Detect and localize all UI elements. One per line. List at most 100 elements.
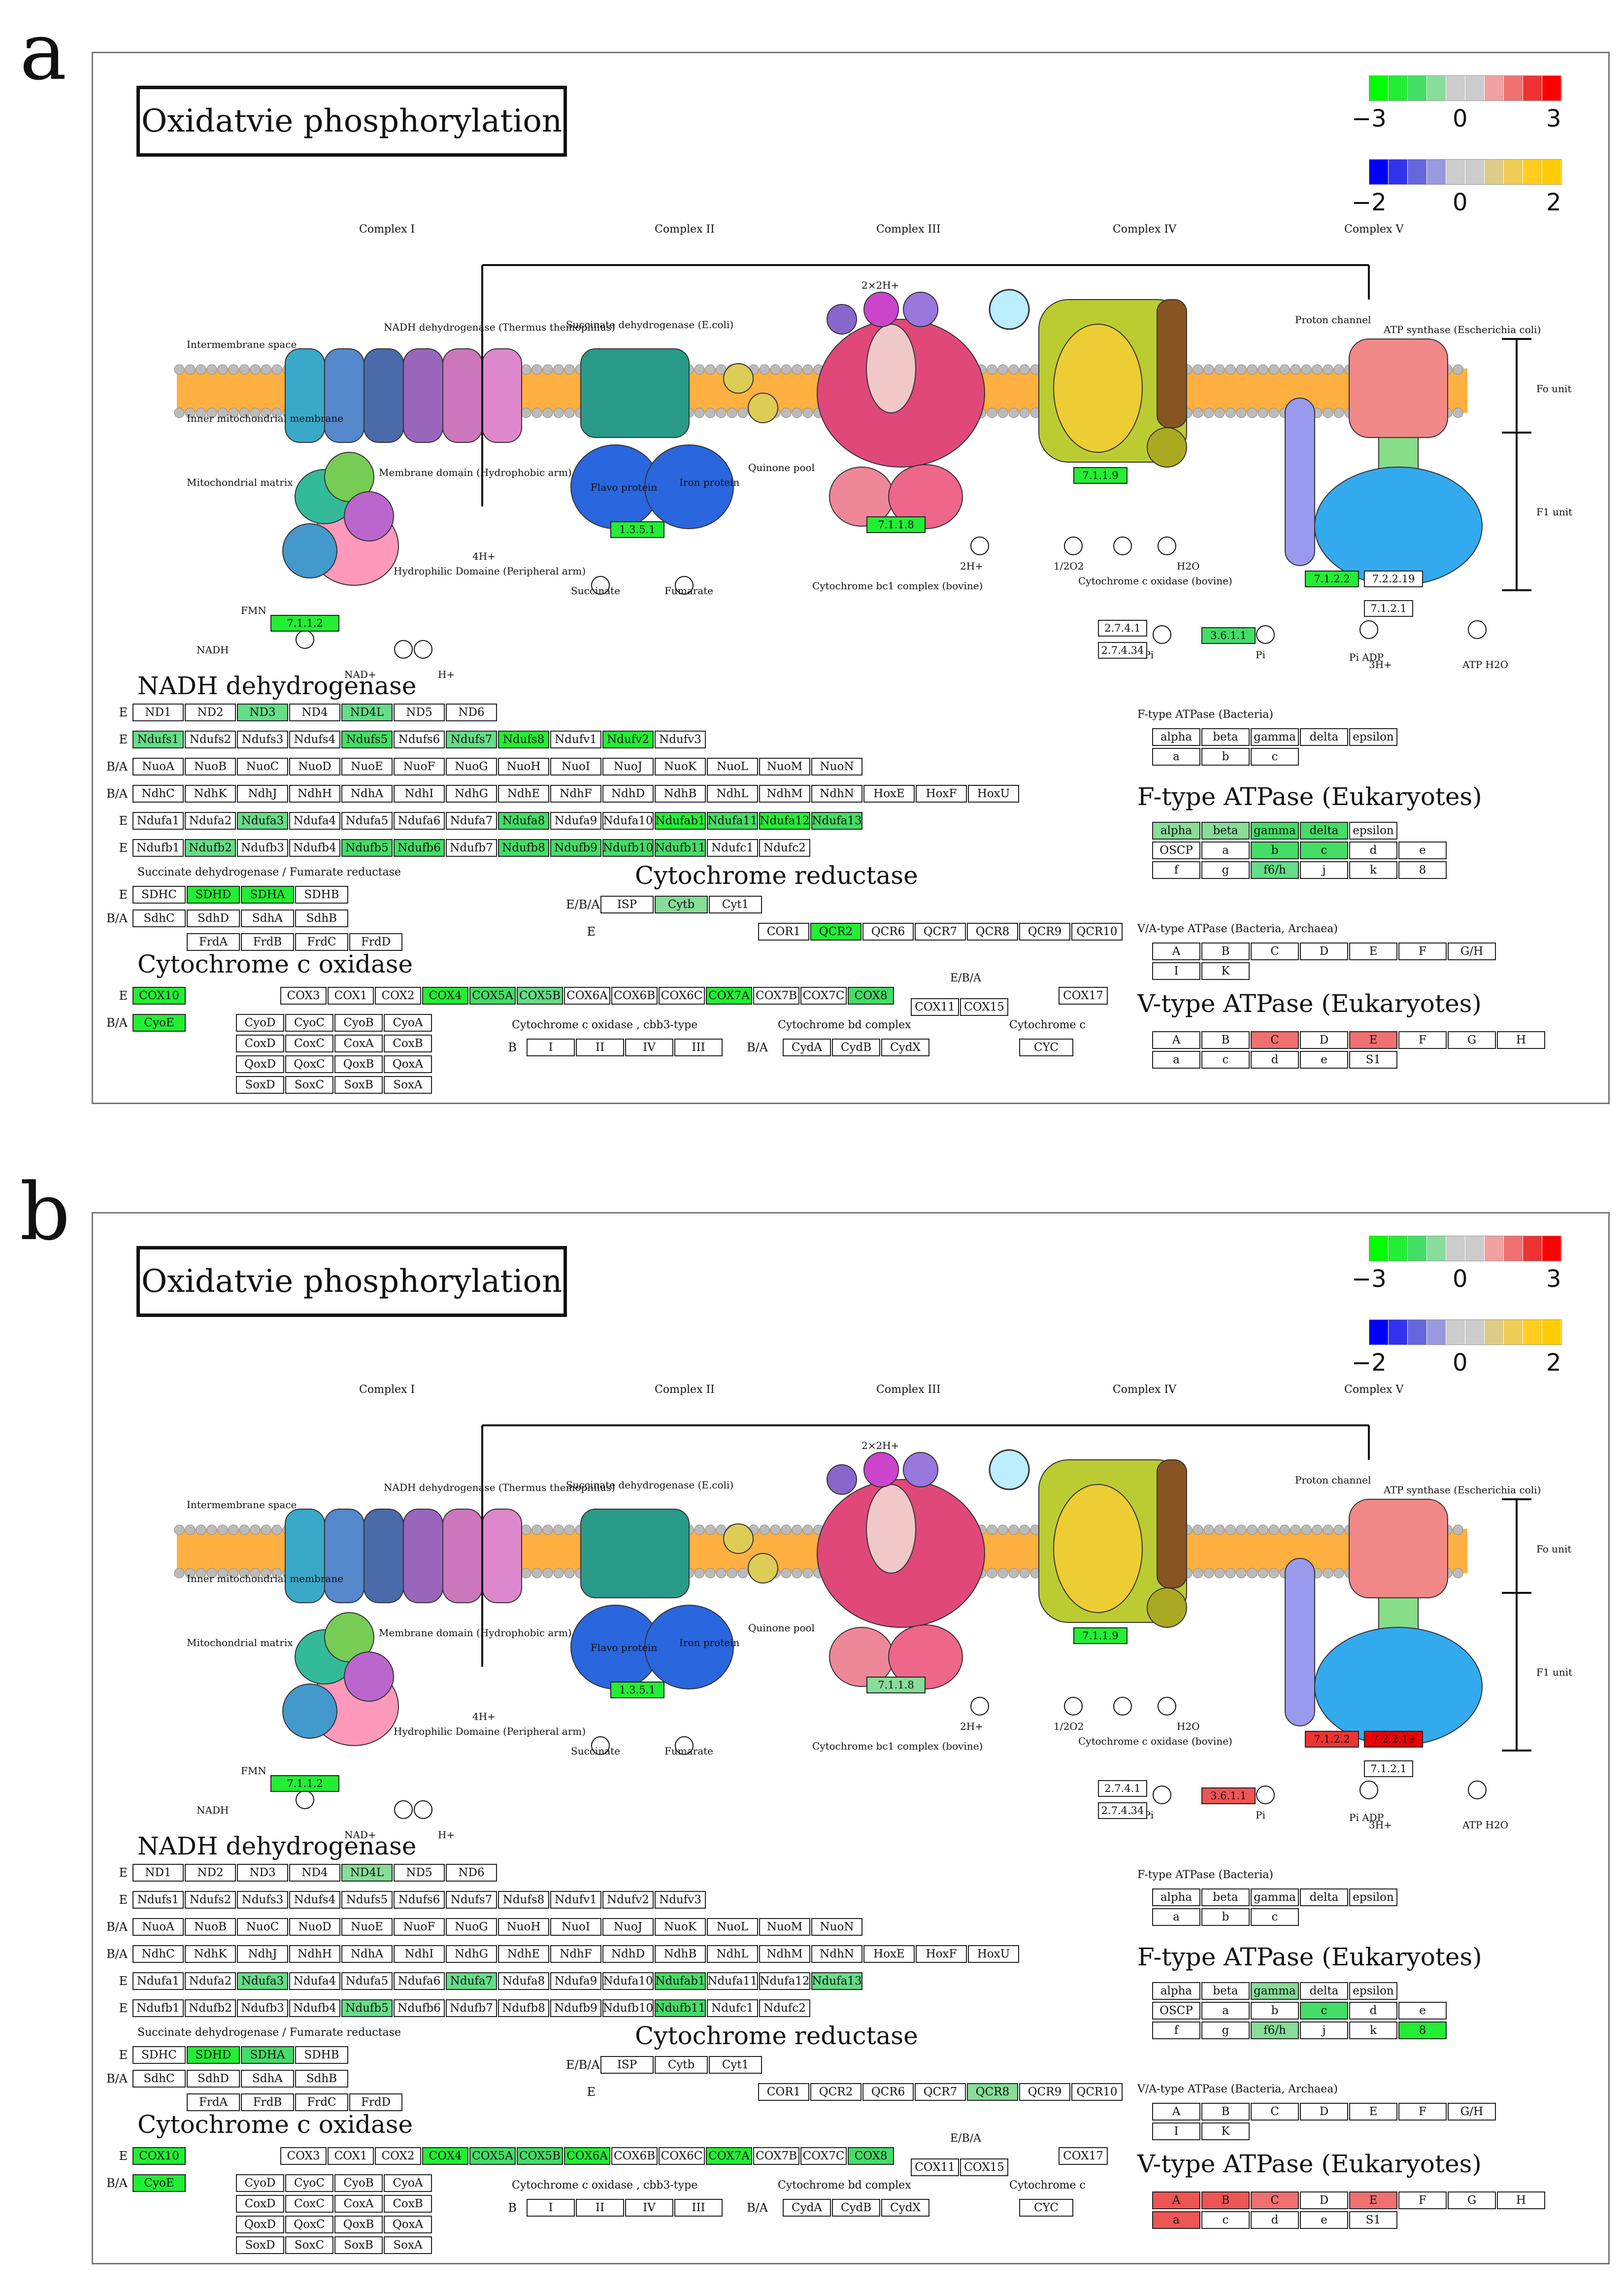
gene-vatp-d[interactable]: D: [1300, 1031, 1348, 1049]
gene-ndufb5[interactable]: Ndufb5: [341, 1999, 393, 2017]
gene-ndhj[interactable]: NdhJ: [237, 1945, 288, 1963]
gene-nuom[interactable]: NuoM: [759, 1918, 810, 1936]
gene-isp[interactable]: ISP: [600, 2056, 654, 2074]
gene-ndufb10[interactable]: Ndufb10: [602, 1999, 654, 2017]
gene-atp-d[interactable]: d: [1349, 2002, 1397, 2020]
gene-hoxu[interactable]: HoxU: [968, 1945, 1019, 1963]
gene-nd4l[interactable]: ND4L: [341, 1864, 393, 1882]
gene-ndhm[interactable]: NdhM: [759, 785, 810, 803]
ec-enzyme-box[interactable]: 7.1.1.9: [1073, 467, 1127, 484]
gene-cox5b[interactable]: COX5B: [517, 2147, 563, 2165]
gene-ndhl[interactable]: NdhL: [707, 785, 758, 803]
gene-nuob[interactable]: NuoB: [185, 758, 236, 775]
gene-ndhn[interactable]: NdhN: [811, 785, 862, 803]
gene-v-i[interactable]: I: [1152, 2123, 1200, 2140]
gene-atp-alpha[interactable]: alpha: [1152, 1982, 1200, 2000]
gene-vatp-f[interactable]: F: [1398, 1031, 1447, 1049]
gene-atp-b[interactable]: b: [1201, 1908, 1250, 1926]
gene-ndufb3[interactable]: Ndufb3: [237, 1999, 288, 2017]
gene-qoxb[interactable]: QoxB: [334, 1055, 383, 1073]
gene-hoxe[interactable]: HoxE: [863, 785, 915, 803]
gene-ndufc2[interactable]: Ndufc2: [759, 839, 810, 857]
gene-ndhf[interactable]: NdhF: [550, 1945, 601, 1963]
gene-ndufb9[interactable]: Ndufb9: [550, 1999, 601, 2017]
gene-ndufa3[interactable]: Ndufa3: [237, 1972, 288, 1990]
gene-sdhb[interactable]: SDHB: [295, 2046, 348, 2064]
gene-ndhc[interactable]: NdhC: [133, 785, 184, 803]
gene-nd2[interactable]: ND2: [185, 704, 236, 721]
gene-cox5b[interactable]: COX5B: [517, 987, 563, 1005]
gene-isp[interactable]: ISP: [600, 896, 654, 913]
gene-nd5[interactable]: ND5: [394, 1864, 445, 1882]
gene-sdhb[interactable]: SDHB: [295, 886, 348, 904]
gene-vatp-d[interactable]: d: [1251, 1051, 1299, 1069]
gene-cox17[interactable]: COX17: [1059, 2147, 1108, 2165]
gene-ndhn[interactable]: NdhN: [811, 1945, 862, 1963]
gene-atp-e[interactable]: e: [1398, 842, 1447, 859]
gene-vatp-b[interactable]: B: [1201, 2191, 1250, 2209]
gene-nuod[interactable]: NuoD: [289, 1918, 340, 1936]
gene-ndufa1[interactable]: Ndufa1: [133, 812, 184, 830]
gene-vatp-s1[interactable]: S1: [1349, 1051, 1397, 1069]
gene-nuom[interactable]: NuoM: [759, 758, 810, 775]
gene-atp-delta[interactable]: delta: [1300, 728, 1348, 746]
gene-ndhe[interactable]: NdhE: [498, 785, 549, 803]
gene-ndufa6[interactable]: Ndufa6: [394, 812, 445, 830]
gene-nd1[interactable]: ND1: [133, 704, 184, 721]
gene-v-a[interactable]: A: [1152, 943, 1200, 960]
gene-atp-8[interactable]: 8: [1398, 861, 1447, 879]
gene-ndufa12[interactable]: Ndufa12: [759, 1972, 810, 1990]
gene-vatp-e[interactable]: E: [1349, 1031, 1397, 1049]
gene-frda[interactable]: FrdA: [187, 933, 240, 951]
gene-nuoa[interactable]: NuoA: [133, 1918, 184, 1936]
gene-atp-delta[interactable]: delta: [1300, 822, 1348, 840]
gene-v-f[interactable]: F: [1398, 2103, 1447, 2121]
gene-vatp-b[interactable]: B: [1201, 1031, 1250, 1049]
gene-cox7c[interactable]: COX7C: [800, 2147, 847, 2165]
gene-vatp-g[interactable]: G: [1448, 2191, 1496, 2209]
gene-ndufb11[interactable]: Ndufb11: [655, 1999, 706, 2017]
gene-ndufs4[interactable]: Ndufs4: [289, 731, 340, 748]
ec-enzyme-box[interactable]: 1.3.5.1: [610, 521, 664, 538]
gene-ndhd[interactable]: NdhD: [602, 785, 654, 803]
gene-cox2[interactable]: COX2: [375, 2147, 421, 2165]
gene-cox7b[interactable]: COX7B: [753, 987, 799, 1005]
gene-ndhb[interactable]: NdhB: [655, 1945, 706, 1963]
gene-atp-b[interactable]: b: [1201, 748, 1250, 766]
gene-ndufb2[interactable]: Ndufb2: [185, 839, 236, 857]
gene-atp-b[interactable]: b: [1251, 842, 1299, 859]
gene-atp-epsilon[interactable]: epsilon: [1349, 822, 1397, 840]
gene-cytb[interactable]: Cytb: [655, 896, 708, 913]
gene-cydb[interactable]: CydB: [832, 2199, 880, 2217]
gene-atp-g[interactable]: g: [1201, 2021, 1250, 2039]
gene-cyt1[interactable]: Cyt1: [709, 2056, 762, 2074]
gene-ndufv1[interactable]: Ndufv1: [550, 731, 601, 748]
gene-nd4[interactable]: ND4: [289, 1864, 340, 1882]
gene-nuol[interactable]: NuoL: [707, 1918, 758, 1936]
ec-enzyme-box[interactable]: 1.3.5.1: [610, 1682, 664, 1698]
gene-cyoa[interactable]: CyoA: [384, 2174, 432, 2192]
gene-ndufb6[interactable]: Ndufb6: [394, 1999, 445, 2017]
gene-cyda[interactable]: CydA: [783, 2199, 831, 2217]
gene-cbb3-i[interactable]: I: [527, 1039, 575, 1056]
gene-vatp-h[interactable]: H: [1497, 2191, 1545, 2209]
gene-hoxf[interactable]: HoxF: [916, 1945, 967, 1963]
gene-nuoe[interactable]: NuoE: [341, 1918, 393, 1936]
gene-ndufv3[interactable]: Ndufv3: [655, 731, 706, 748]
gene-vatp-h[interactable]: H: [1497, 1031, 1545, 1049]
gene-ndufa2[interactable]: Ndufa2: [185, 812, 236, 830]
gene-nd2[interactable]: ND2: [185, 1864, 236, 1882]
gene-qcr7[interactable]: QCR7: [915, 923, 966, 941]
gene-hoxf[interactable]: HoxF: [916, 785, 967, 803]
gene-soxb[interactable]: SoxB: [334, 2236, 383, 2254]
gene-vatp-g[interactable]: G: [1448, 1031, 1496, 1049]
gene-ndufb5[interactable]: Ndufb5: [341, 839, 393, 857]
gene-ndha[interactable]: NdhA: [341, 785, 393, 803]
gene-vatp-s1[interactable]: S1: [1349, 2211, 1397, 2229]
gene-cbb3-iii[interactable]: III: [674, 1039, 723, 1056]
gene-ndhi[interactable]: NdhI: [394, 1945, 445, 1963]
gene-frdb[interactable]: FrdB: [241, 933, 294, 951]
gene-nuog[interactable]: NuoG: [446, 1918, 497, 1936]
gene-ndhj[interactable]: NdhJ: [237, 785, 288, 803]
gene-cox6a[interactable]: COX6A: [564, 987, 610, 1005]
